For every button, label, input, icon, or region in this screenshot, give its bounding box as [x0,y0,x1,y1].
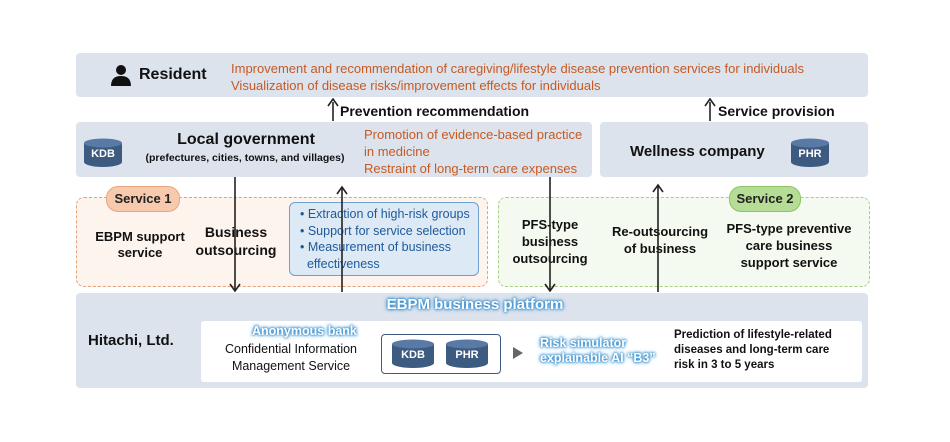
business-outsourcing-l2: outsourcing [195,242,277,258]
service-1-badge: Service 1 [106,186,180,212]
local-government-panel [76,122,592,177]
re-outsourcing-l2: of business [623,241,697,256]
confidential-service-l2: Management Service [231,359,351,373]
feature-item: • Measurement of business [300,240,451,254]
triangle-right-icon [513,347,523,359]
service-2-area [498,197,870,287]
prediction-l2: diseases and long-term care [674,344,830,356]
service-provision-up-arrow [704,98,716,121]
local-government-subtitle: (prefectures, cities, towns, and village… [145,152,345,164]
resident-title: Resident [139,66,207,83]
platform-inner-box [201,321,862,382]
person-icon [110,64,132,86]
kdb-label: KDB [401,349,425,361]
local-gov-note-2: in medicine [364,144,430,159]
ebpm-support-service-l2: service [117,245,163,260]
resident-panel [76,53,868,97]
resident-line-2: Visualization of disease risks/improveme… [231,78,601,93]
kdb-database-icon: KDB [83,138,123,168]
anonymous-bank-label: Anonymous bank [252,324,357,338]
kdb-label: KDB [91,148,115,160]
phr-label: PHR [455,349,479,361]
kdb-database-icon: KDB [391,339,435,369]
resident-line-1: Improvement and recommendation of caregi… [231,61,805,76]
prediction-l1: Prediction of lifestyle-related [674,329,832,341]
business-outsourcing-l1: Business [204,224,268,240]
pfs-support-service-l3: support service [740,255,838,270]
hitachi-label: Hitachi, Ltd. [88,332,174,349]
feature-item: effectiveness [300,256,380,271]
phr-database-icon: PHR [790,138,830,168]
service-provision-label: Service provision [718,103,835,119]
pfs-support-service-l1: PFS-type preventive [726,221,852,236]
prediction-l3: risk in 3 to 5 years [674,359,775,371]
risk-simulator-l2: explainable AI “B3” [540,351,656,365]
service-2-badge: Service 2 [729,186,801,212]
confidential-service-l1: Confidential Information [224,342,358,356]
phr-database-icon: PHR [445,339,489,369]
prevention-recommendation-label: Prevention recommendation [340,103,530,119]
wellness-company-title: Wellness company [630,143,765,160]
local-gov-note-3: Restraint of long-term care expenses [364,161,578,176]
pfs-support-service-l2: care business [745,238,833,253]
local-government-title: Local government [177,131,315,148]
ebpm-platform-title: EBPM business platform [386,296,564,313]
phr-label: PHR [798,148,822,160]
risk-simulator-l1: Risk simulator [540,336,627,350]
re-outsourcing-l1: Re-outsourcing [611,224,709,239]
prevention-up-arrow [327,98,339,121]
local-gov-note-1: Promotion of evidence-based practice [364,127,583,142]
ebpm-support-service-l1: EBPM support [95,229,185,244]
